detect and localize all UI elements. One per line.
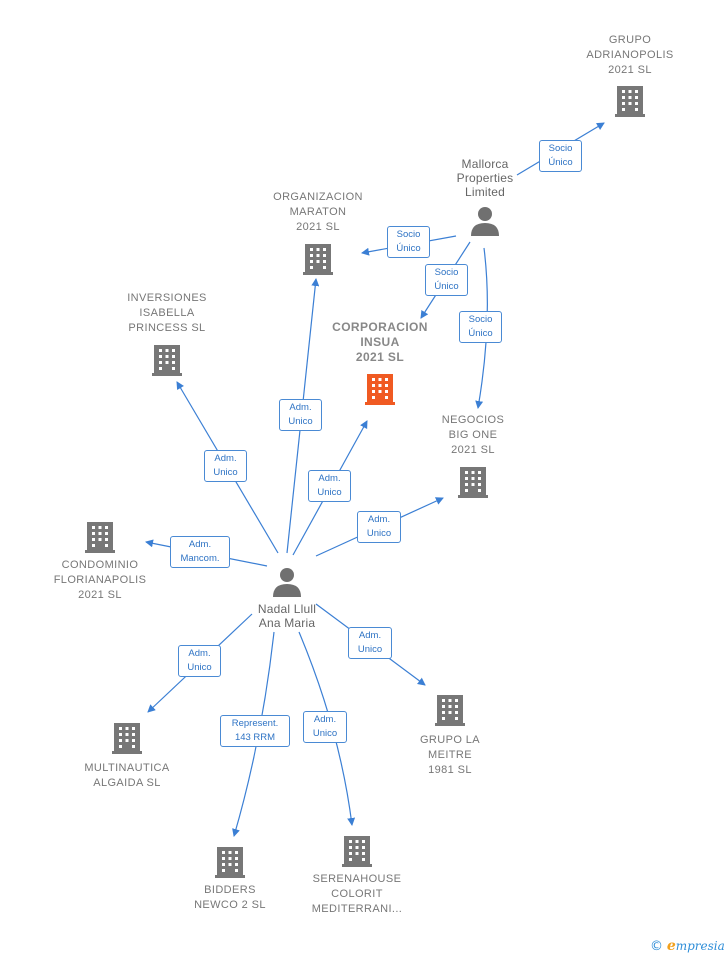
node-label: INVERSIONES ISABELLA PRINCESS SL: [127, 292, 207, 334]
node-corporacion-insua[interactable]: CORPORACION INSUA 2021 SL: [320, 320, 440, 406]
edge-badge-nadal-lameitre[interactable]: Adm. Unico: [348, 627, 392, 659]
node-label: CORPORACION INSUA 2021 SL: [332, 320, 428, 364]
building-icon: [435, 695, 465, 726]
copyright-symbol: ©: [650, 939, 663, 954]
node-label: BIDDERS NEWCO 2 SL: [194, 884, 266, 911]
node-label: Nadal Llull Ana Maria: [257, 602, 317, 630]
person-icon: [273, 568, 301, 597]
node-label: GRUPO LA MEITRE 1981 SL: [419, 734, 481, 776]
edge-badge-nadal-multinautica[interactable]: Adm. Unico: [178, 645, 221, 677]
node-mallorca-properties[interactable]: Mallorca Properties Limited: [440, 157, 530, 237]
brand-name: mpresia: [675, 939, 725, 953]
node-nadal-llull[interactable]: Nadal Llull Ana Maria: [237, 566, 337, 630]
edge-badge-mallorca-maraton[interactable]: Socio Único: [387, 226, 430, 258]
node-label: CONDOMINIO FLORIANAPOLIS 2021 SL: [53, 559, 147, 601]
person-icon: [471, 207, 499, 236]
edge-badge-nadal-maraton[interactable]: Adm. Unico: [279, 399, 322, 431]
building-icon: [342, 836, 372, 867]
brand-initial: e: [666, 938, 676, 954]
building-icon: [365, 374, 395, 405]
edge-badge-mallorca-bigone[interactable]: Socio Único: [459, 311, 502, 343]
edge-badge-nadal-insua[interactable]: Adm. Unico: [308, 470, 351, 502]
building-icon: [458, 467, 488, 498]
node-serenahouse[interactable]: SERENAHOUSE COLORIT MEDITERRANI...: [297, 832, 417, 917]
edge-badge-mallorca-insua[interactable]: Socio Único: [425, 264, 468, 296]
empresia-logo[interactable]: © empresia: [650, 938, 725, 954]
building-icon: [303, 244, 333, 275]
edge-badge-nadal-bidders[interactable]: Represent. 143 RRM: [220, 715, 290, 747]
edge-badge-nadal-serenahouse[interactable]: Adm. Unico: [303, 711, 347, 743]
building-icon: [215, 847, 245, 878]
edge-badge-nadal-condominio[interactable]: Adm. Mancom.: [170, 536, 230, 568]
building-icon: [85, 522, 115, 553]
edge-badge-mallorca-adrianopolis[interactable]: Socio Único: [539, 140, 582, 172]
node-bidders-newco[interactable]: BIDDERS NEWCO 2 SL: [170, 843, 290, 913]
building-icon: [112, 723, 142, 754]
node-label: MULTINAUTICA ALGAIDA SL: [84, 762, 170, 789]
edge-badge-nadal-bigone[interactable]: Adm. Unico: [357, 511, 401, 543]
node-condominio-florianapolis[interactable]: CONDOMINIO FLORIANAPOLIS 2021 SL: [40, 518, 160, 603]
node-grupo-adrianopolis[interactable]: GRUPO ADRIANOPOLIS 2021 SL: [570, 33, 690, 118]
node-multinautica-algaida[interactable]: MULTINAUTICA ALGAIDA SL: [67, 719, 187, 791]
node-label: NEGOCIOS BIG ONE 2021 SL: [441, 414, 505, 456]
node-grupo-la-meitre[interactable]: GRUPO LA MEITRE 1981 SL: [390, 691, 510, 778]
node-organizacion-maraton[interactable]: ORGANIZACION MARATON 2021 SL: [258, 190, 378, 276]
edge-badge-nadal-isabella[interactable]: Adm. Unico: [204, 450, 247, 482]
node-label: GRUPO ADRIANOPOLIS 2021 SL: [586, 34, 674, 76]
node-label: Mallorca Properties Limited: [456, 157, 514, 199]
node-label: SERENAHOUSE COLORIT MEDITERRANI...: [311, 873, 403, 915]
building-icon: [615, 86, 645, 117]
node-label: ORGANIZACION MARATON 2021 SL: [273, 191, 363, 233]
node-negocios-big-one[interactable]: NEGOCIOS BIG ONE 2021 SL: [413, 413, 533, 499]
node-inversiones-isabella[interactable]: INVERSIONES ISABELLA PRINCESS SL: [107, 291, 227, 377]
building-icon: [152, 345, 182, 376]
